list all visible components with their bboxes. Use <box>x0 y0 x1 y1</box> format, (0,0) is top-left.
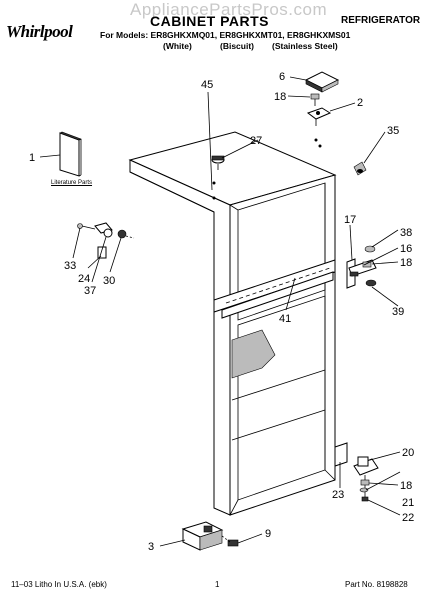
callout-3: 3 <box>148 541 154 553</box>
callout-35: 35 <box>387 125 399 137</box>
callout-numbers: 1 2 3 6 9 16 17 18 18 18 20 21 22 23 24 … <box>29 71 414 553</box>
variant-white: (White) <box>163 41 192 51</box>
leveling-leg-icon <box>181 521 239 551</box>
callout-45: 45 <box>201 79 213 91</box>
center-mullion <box>213 259 336 319</box>
callout-18-top: 18 <box>274 91 286 103</box>
bottom-hinge-icon <box>334 442 379 502</box>
callout-37: 37 <box>84 285 96 297</box>
callout-1: 1 <box>29 152 35 164</box>
callout-41: 41 <box>279 313 291 325</box>
variant-biscuit: (Biscuit) <box>220 41 254 51</box>
center-hinge-icon <box>346 245 377 289</box>
callout-27: 27 <box>250 135 262 147</box>
product-type: REFRIGERATOR <box>341 15 421 26</box>
footer-page-number: 1 <box>215 580 220 589</box>
callout-23: 23 <box>332 489 344 501</box>
variant-stainless: (Stainless Steel) <box>272 41 338 51</box>
literature-parts-label: Literature Parts <box>51 180 93 186</box>
callout-39: 39 <box>392 306 404 318</box>
footer-litho: 11–03 Litho In U.S.A. (ebk) <box>11 580 107 589</box>
models-line: For Models: ER8GHKXMQ01, ER8GHKXMT01, ER… <box>100 30 351 40</box>
callout-30: 30 <box>103 275 115 287</box>
callout-33: 33 <box>64 260 76 272</box>
literature-parts-icon <box>59 131 82 177</box>
callout-20: 20 <box>402 447 414 459</box>
callout-6: 6 <box>279 71 285 83</box>
callout-2: 2 <box>357 97 363 109</box>
callout-18-middle: 18 <box>400 257 412 269</box>
watermark: AppliancePartsPros.com <box>130 0 328 19</box>
callout-24: 24 <box>78 273 90 285</box>
top-hinge-icon <box>306 93 332 126</box>
callout-16: 16 <box>400 243 412 255</box>
callout-18-bottom: 18 <box>400 480 412 492</box>
door-stop-assembly-icon <box>77 222 135 259</box>
cabinet-shell <box>128 131 337 516</box>
top-plug-icon <box>211 155 225 170</box>
callout-38: 38 <box>400 227 412 239</box>
footer-part-number: Part No. 8198828 <box>345 580 408 589</box>
callout-leaders <box>39 76 401 547</box>
brand-logo: Whirlpool <box>6 22 73 41</box>
top-cover-icon <box>304 71 340 93</box>
hinge-bumper-icon <box>353 161 367 176</box>
callout-17: 17 <box>344 214 356 226</box>
callout-9: 9 <box>265 528 271 540</box>
callout-21: 21 <box>402 497 414 509</box>
page-title: CABINET PARTS <box>150 13 270 29</box>
callout-22: 22 <box>402 512 414 524</box>
